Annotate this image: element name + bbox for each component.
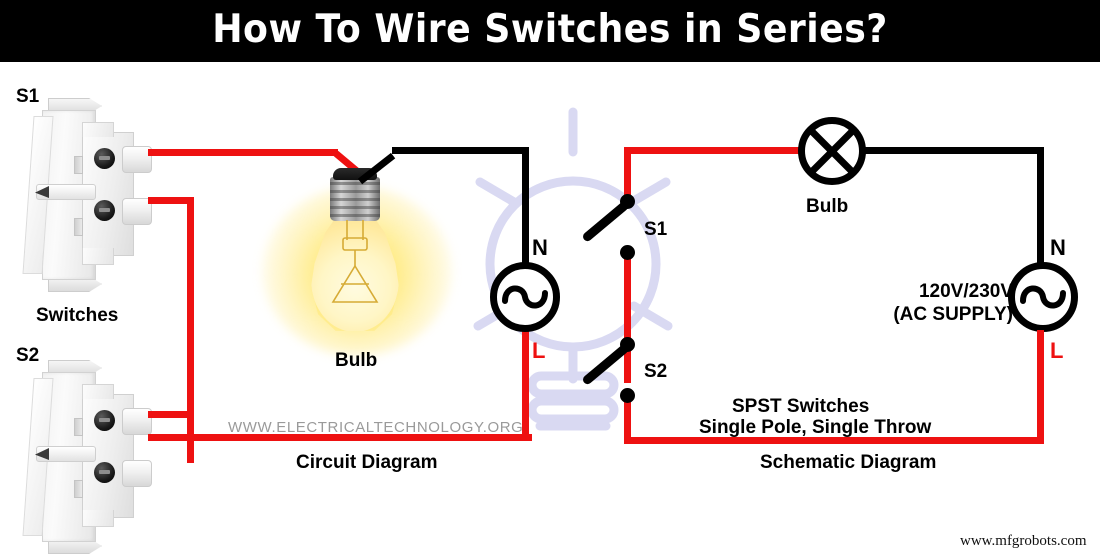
label-neutral-right: N: [1050, 235, 1066, 260]
switch-body-bottom: [82, 510, 114, 527]
switch-body-top: [82, 384, 114, 399]
label-switch-s1: S1: [16, 86, 40, 107]
label-bulb-schematic: Bulb: [806, 196, 849, 217]
switch-screw-slot-top: [74, 418, 83, 436]
switch-module-s1[interactable]: [22, 96, 152, 292]
label-spst-line2: Single Pole, Single Throw: [699, 417, 932, 438]
switch-rocker-lever[interactable]: [36, 184, 96, 200]
ac-source-right: [1008, 262, 1078, 332]
wire-neutral-down-to-source: [522, 147, 529, 265]
page-title: How To Wire Switches in Series?: [212, 7, 888, 52]
switch-screw-slot-bottom: [74, 218, 83, 236]
ac-source-left: [490, 262, 560, 332]
label-live-left: L: [532, 338, 546, 363]
wire-source-live-vertical: [522, 330, 529, 438]
supply-voltage-value: 120V/230V: [918, 281, 1013, 302]
site-watermark: WWW.ELECTRICALTECHNOLOGY.ORG: [228, 419, 524, 436]
label-bulb-pictorial: Bulb: [335, 350, 378, 371]
label-live-right: L: [1050, 338, 1064, 363]
label-spst-line1: SPST Switches: [732, 396, 870, 417]
terminal-sleeve-top: [122, 146, 152, 173]
wire-s1-to-s2-vertical: [187, 197, 194, 463]
bulb-glass-envelope: [311, 214, 399, 331]
wire-between-s1-and-s2: [624, 248, 631, 383]
wire-s1-bottom-out: [148, 197, 194, 204]
caption-schematic-diagram: Schematic Diagram: [760, 452, 937, 473]
label-neutral-left: N: [532, 235, 548, 260]
bulb-screw-base: [330, 177, 380, 221]
footer-source-site: www.mfgrobots.com: [960, 533, 1087, 549]
switch-screw-slot-top: [74, 156, 83, 174]
caption-circuit-diagram: Circuit Diagram: [296, 452, 438, 473]
wire-s2-to-source-bottom: [148, 434, 532, 441]
screw-terminal-top[interactable]: [94, 148, 115, 169]
terminal-sleeve-bottom: [122, 460, 152, 487]
bulb-pictorial: [262, 166, 452, 356]
label-switch-s2: S2: [16, 345, 40, 366]
label-schematic-s1: S1: [644, 219, 668, 240]
bulb-filament: [331, 220, 379, 303]
wire-source-live-right-vertical: [1037, 330, 1044, 440]
wire-schematic-bottom-rail: [624, 437, 1044, 444]
screw-terminal-top[interactable]: [94, 410, 115, 431]
switch-body-bottom: [82, 248, 114, 265]
wire-schematic-top-to-bulb: [624, 147, 804, 154]
label-switches-group: Switches: [36, 305, 119, 326]
switch-s2-contact-node: [620, 388, 635, 403]
wire-bulb-to-source-top: [864, 147, 1044, 154]
wire-bulb-neutral-horizontal: [392, 147, 529, 154]
label-schematic-s2: S2: [644, 361, 668, 382]
title-bar: How To Wire Switches in Series?: [0, 0, 1100, 62]
supply-type-value: (AC SUPPLY): [893, 304, 1013, 325]
wire-s2-top-in: [148, 411, 194, 418]
switch-s1-contact-node: [620, 245, 635, 260]
label-supply-voltage: 120V/230V (AC SUPPLY): [893, 280, 1013, 326]
switch-rocker-lever[interactable]: [36, 446, 96, 462]
wire-s1-to-bulb-horizontal: [148, 149, 338, 156]
switch-body-top: [82, 122, 114, 137]
wire-schematic-left-vertical-top: [624, 147, 631, 202]
terminal-sleeve-bottom: [122, 198, 152, 225]
screw-terminal-bottom[interactable]: [94, 462, 115, 483]
switch-screw-slot-bottom: [74, 480, 83, 498]
wire-source-neutral-right: [1037, 147, 1044, 265]
terminal-sleeve-top: [122, 408, 152, 435]
bulb-symbol: [798, 117, 866, 185]
switch-module-s2[interactable]: [22, 358, 152, 554]
wire-schematic-left-vertical-bottom: [624, 390, 631, 440]
screw-terminal-bottom[interactable]: [94, 200, 115, 221]
